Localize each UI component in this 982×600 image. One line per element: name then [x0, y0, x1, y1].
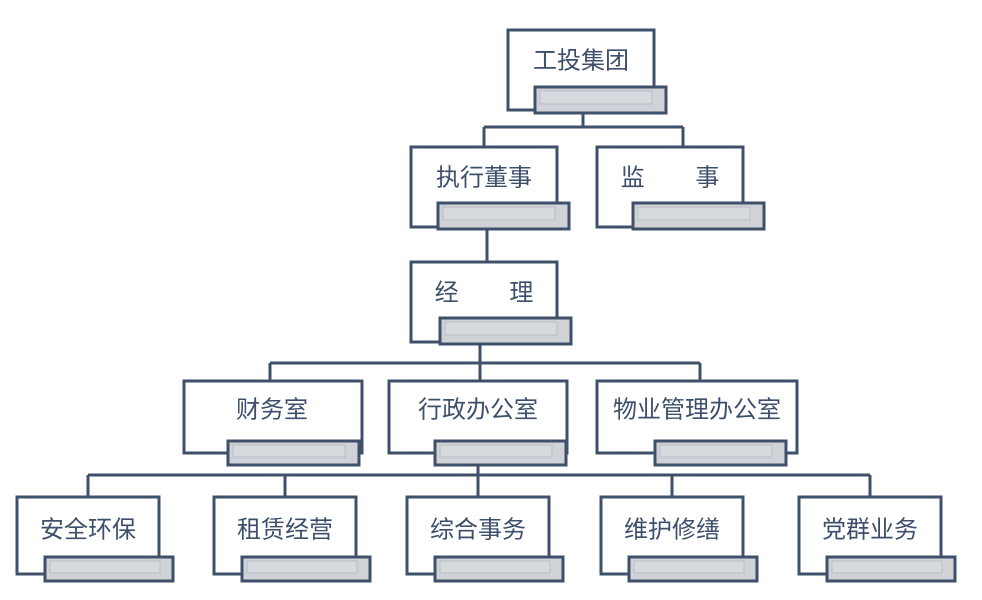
node-finance-office[interactable]: 财务室	[182, 379, 364, 467]
node-maintenance[interactable]: 维护修缮	[599, 495, 759, 583]
node-leasing-bar-inner	[246, 560, 358, 574]
node-executive-director-bar-inner	[442, 206, 556, 221]
node-safety-env-bar-inner	[49, 560, 161, 574]
node-party-affairs-bar-inner	[831, 560, 943, 574]
node-group-bar-inner	[539, 90, 653, 105]
node-party-affairs-label: 党群业务	[822, 516, 918, 543]
node-manager-bar-inner	[444, 321, 558, 336]
node-admin-office-label: 行政办公室	[418, 396, 538, 423]
node-leasing[interactable]: 租赁经营	[212, 495, 372, 583]
node-finance-office-label: 财务室	[236, 396, 308, 423]
node-supervisor-label: 监 事	[621, 164, 742, 191]
node-safety-env-label: 安全环保	[40, 516, 136, 543]
node-executive-director[interactable]: 执行董事	[409, 145, 571, 231]
node-property-office-bar-inner	[659, 444, 773, 458]
node-safety-env[interactable]: 安全环保	[15, 495, 175, 583]
node-supervisor[interactable]: 监 事	[595, 145, 766, 231]
node-general-affairs[interactable]: 综合事务	[405, 495, 565, 583]
node-party-affairs[interactable]: 党群业务	[797, 495, 957, 583]
node-property-office[interactable]: 物业管理办公室	[595, 379, 799, 467]
node-manager[interactable]: 经 理	[409, 260, 573, 346]
node-manager-label: 经 理	[435, 279, 556, 306]
node-supervisor-bar-inner	[637, 206, 751, 221]
node-leasing-label: 租赁经营	[237, 516, 333, 543]
node-executive-director-label: 执行董事	[436, 164, 532, 191]
node-finance-office-bar-inner	[232, 444, 346, 458]
node-admin-office-bar-inner	[439, 444, 553, 458]
node-maintenance-bar-inner	[633, 560, 745, 574]
node-general-affairs-label: 综合事务	[430, 516, 526, 543]
node-maintenance-label: 维护修缮	[624, 516, 720, 543]
node-property-office-label: 物业管理办公室	[613, 396, 781, 423]
node-general-affairs-bar-inner	[439, 560, 551, 574]
connector-manager-to-offices	[268, 341, 702, 381]
node-group-label: 工投集团	[533, 47, 629, 74]
node-group[interactable]: 工投集团	[506, 28, 668, 115]
connector-group-to-level2	[482, 113, 685, 147]
node-admin-office[interactable]: 行政办公室	[387, 379, 569, 467]
